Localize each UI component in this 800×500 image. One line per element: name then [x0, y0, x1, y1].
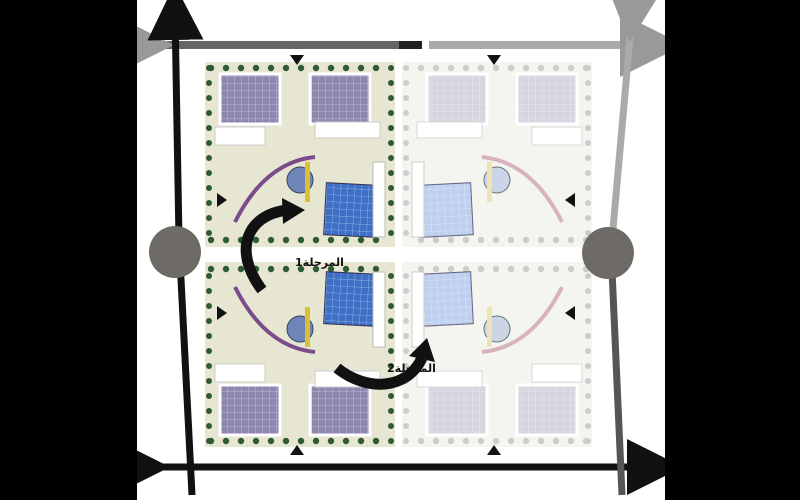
road-right-lower — [608, 269, 626, 496]
road-right-upper — [606, 0, 663, 241]
building — [515, 383, 579, 437]
building — [218, 72, 282, 126]
building — [425, 72, 489, 126]
phase1-arrow — [240, 204, 288, 294]
building — [308, 383, 372, 437]
plaza-arc — [481, 155, 564, 223]
building — [416, 370, 483, 388]
roundabout-left — [149, 226, 201, 278]
building — [425, 383, 489, 437]
building — [214, 126, 266, 146]
solar-roof-building — [323, 182, 379, 238]
solar-roof-building — [323, 271, 379, 327]
plaza-arc — [481, 286, 564, 354]
building — [416, 121, 483, 139]
masterplan-drawing — [110, 0, 684, 496]
entrance-marker-icon — [217, 306, 227, 320]
quadrant-1 — [205, 62, 395, 247]
roundabout-right — [582, 227, 634, 279]
building — [214, 363, 266, 383]
building — [308, 72, 372, 126]
phase2-label: المرحلة2 — [387, 362, 436, 375]
solar-roof-building — [418, 271, 474, 327]
phase2-arrow — [333, 355, 427, 390]
building — [411, 161, 425, 238]
entrance-marker-icon — [565, 193, 575, 207]
phase1-label: المرحلة1 — [295, 256, 344, 269]
building — [515, 72, 579, 126]
building — [531, 126, 583, 146]
building — [372, 271, 386, 348]
entrance-marker-icon — [487, 445, 501, 455]
plaza-arc — [233, 155, 316, 223]
quadrant-2 — [402, 62, 592, 247]
masterplan-diagram: المرحلة1 المرحلة2 — [110, 0, 684, 500]
quadrant-3 — [205, 262, 395, 447]
entrance-marker-icon — [217, 193, 227, 207]
plaza-arc — [233, 286, 316, 354]
building — [314, 121, 381, 139]
building — [372, 161, 386, 238]
entrance-marker-icon — [565, 306, 575, 320]
quadrant-4 — [402, 262, 592, 447]
entrance-marker-icon — [290, 55, 304, 65]
solar-roof-building — [418, 182, 474, 238]
entrance-marker-icon — [290, 445, 304, 455]
building — [218, 383, 282, 437]
building — [531, 363, 583, 383]
building — [411, 271, 425, 348]
entrance-marker-icon — [487, 55, 501, 65]
